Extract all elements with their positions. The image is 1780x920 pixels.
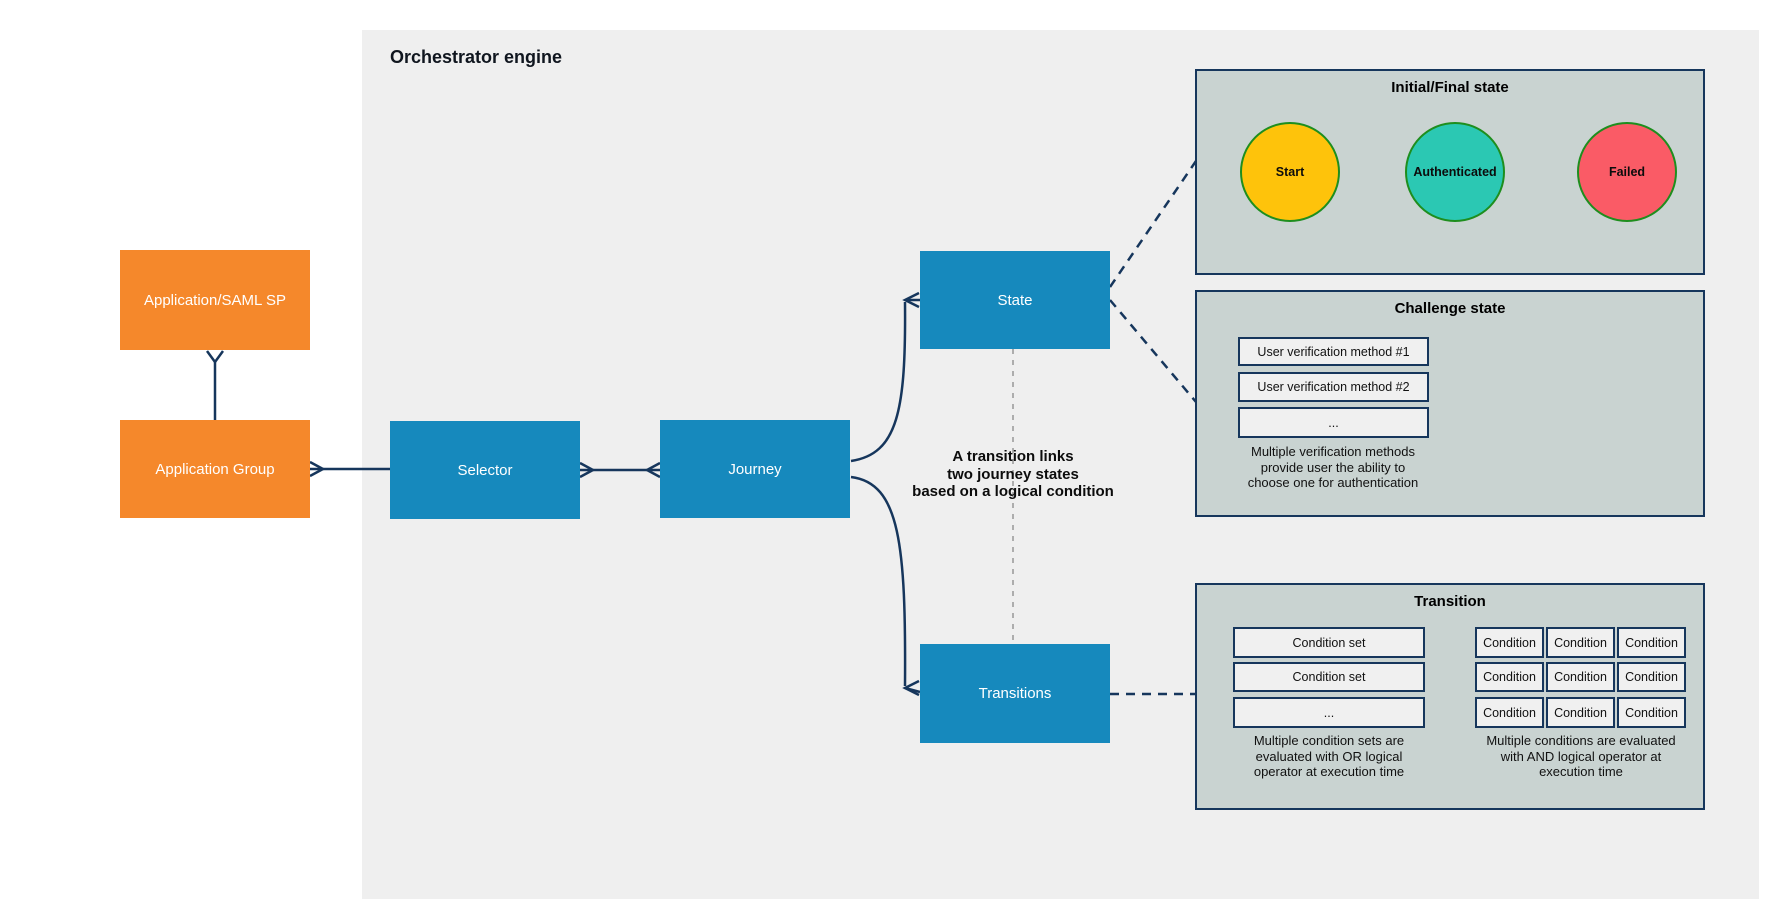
condition-set-item: ... (1233, 697, 1425, 728)
challenge-caption: Multiple verification methods provide us… (1198, 444, 1468, 491)
condition-set-more-label: ... (1323, 705, 1335, 720)
or-caption-line-3: operator at execution time (1253, 764, 1405, 779)
state-circle-start-label: Start (1275, 165, 1305, 179)
condition-set-2-label: Condition set (1292, 670, 1366, 684)
panel-transition: Transition Condition set Condition set .… (1195, 583, 1705, 810)
verification-method-1-label: User verification method #1 (1257, 344, 1410, 359)
and-caption-line-3: execution time (1539, 764, 1623, 779)
panel-challenge-state: Challenge state User verification method… (1195, 290, 1705, 517)
node-state-label: State (997, 291, 1033, 309)
annotation-line-1: A transition links (952, 448, 1074, 465)
or-caption-line-1: Multiple condition sets are (1253, 733, 1405, 748)
node-application-saml-sp: Application/SAML SP (120, 250, 310, 350)
and-evaluation-caption: Multiple conditions are evaluated with A… (1446, 733, 1716, 780)
node-journey: Journey (660, 420, 850, 518)
condition-cell: Condition (1546, 697, 1615, 728)
condition-cell-label: Condition (1554, 705, 1607, 720)
condition-cell-label: Condition (1483, 670, 1536, 684)
condition-cell: Condition (1617, 697, 1686, 728)
and-caption-line-1: Multiple conditions are evaluated (1486, 733, 1676, 748)
node-selector: Selector (390, 421, 580, 519)
condition-cell: Condition (1475, 697, 1544, 728)
annotation-line-3: based on a logical condition (912, 483, 1114, 500)
condition-cell-label: Condition (1625, 670, 1678, 684)
condition-cell-label: Condition (1483, 635, 1536, 650)
verification-method-item: User verification method #1 (1238, 337, 1429, 366)
condition-cell: Condition (1475, 662, 1544, 692)
condition-cell: Condition (1546, 662, 1615, 692)
condition-cell-label: Condition (1625, 705, 1678, 720)
condition-cell-label: Condition (1483, 705, 1536, 720)
state-circle-authenticated-label: Authenticated (1413, 165, 1497, 179)
node-application-group-label: Application Group (155, 460, 275, 478)
node-application-saml-sp-label: Application/SAML SP (143, 291, 287, 309)
condition-cell-label: Condition (1554, 635, 1607, 650)
annotation-line-2: two journey states (947, 465, 1079, 483)
panel-initial-final-title: Initial/Final state (1391, 79, 1509, 96)
condition-cell-label: Condition (1625, 635, 1678, 650)
node-journey-label: Journey (728, 460, 782, 478)
challenge-caption-line-1: Multiple verification methods (1250, 444, 1416, 459)
orchestrator-engine-title: Orchestrator engine (390, 47, 563, 67)
node-transitions: Transitions (920, 644, 1110, 743)
challenge-caption-line-3: choose one for authentication (1247, 475, 1419, 490)
state-circle-start: Start (1240, 122, 1340, 222)
condition-cell: Condition (1475, 627, 1544, 658)
node-selector-label: Selector (457, 461, 513, 479)
condition-cell: Condition (1617, 662, 1686, 692)
node-state: State (920, 251, 1110, 349)
panel-challenge-title: Challenge state (1394, 300, 1506, 317)
or-caption-line-2: evaluated with OR logical (1255, 748, 1403, 764)
condition-set-1-label: Condition set (1292, 635, 1366, 650)
verification-method-more-label: ... (1328, 415, 1339, 430)
transition-annotation: A transition links two journey states ba… (860, 448, 1166, 501)
panel-initial-final-state: Initial/Final state Start Authenticated … (1195, 69, 1705, 275)
condition-cell: Condition (1546, 627, 1615, 658)
and-caption-line-2: with AND logical operator at (1500, 748, 1662, 764)
state-circle-failed: Failed (1577, 122, 1677, 222)
condition-cell: Condition (1617, 627, 1686, 658)
state-circle-authenticated: Authenticated (1405, 122, 1505, 222)
condition-set-item: Condition set (1233, 627, 1425, 658)
condition-set-item: Condition set (1233, 662, 1425, 692)
verification-method-item: User verification method #2 (1238, 372, 1429, 402)
challenge-caption-line-2: provide user the ability to (1260, 459, 1406, 475)
verification-method-item: ... (1238, 407, 1429, 438)
state-circle-failed-label: Failed (1608, 165, 1646, 179)
or-evaluation-caption: Multiple condition sets are evaluated wi… (1194, 733, 1464, 780)
connector-appgroup-to-samlsp (205, 350, 225, 420)
node-application-group: Application Group (120, 420, 310, 518)
condition-cell-label: Condition (1554, 670, 1607, 684)
node-transitions-label: Transitions (978, 685, 1052, 702)
panel-transition-title: Transition (1414, 593, 1486, 610)
verification-method-2-label: User verification method #2 (1257, 380, 1410, 394)
